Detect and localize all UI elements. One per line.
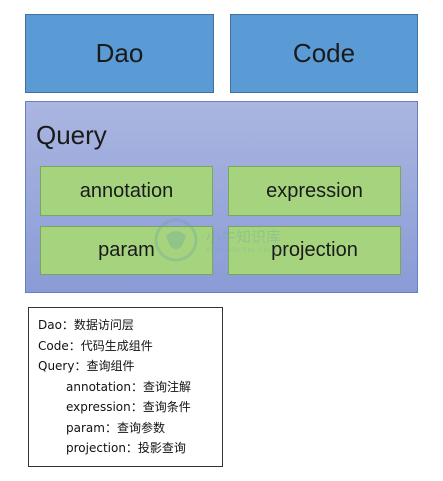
expression-box: expression	[228, 166, 401, 216]
param-box: param	[40, 226, 213, 275]
projection-box: projection	[228, 226, 401, 275]
query-label: Query	[36, 120, 107, 150]
annotation-label: annotation	[79, 179, 174, 202]
projection-label: projection	[271, 239, 358, 261]
param-label: param	[98, 239, 155, 261]
dao-box: Dao	[25, 14, 214, 93]
code-label: Code	[292, 38, 356, 68]
legend-expression: expression：查询条件	[66, 400, 191, 414]
legend-query: Query：查询组件	[38, 359, 135, 373]
legend-annotation: annotation：查询注解	[66, 379, 191, 394]
legend-dao: Dao：数据访问层	[38, 318, 134, 332]
legend-param: param：查询参数	[66, 420, 165, 435]
expression-label: expression	[266, 179, 363, 202]
legend-box: Dao：数据访问层 Code：代码生成组件 Query：查询组件 annotat…	[28, 307, 223, 467]
annotation-box: annotation	[40, 166, 213, 216]
legend-code: Code：代码生成组件	[38, 338, 153, 353]
legend-projection: projection：投影查询	[66, 441, 186, 455]
dao-label: Dao	[95, 38, 144, 68]
code-box: Code	[230, 14, 418, 93]
